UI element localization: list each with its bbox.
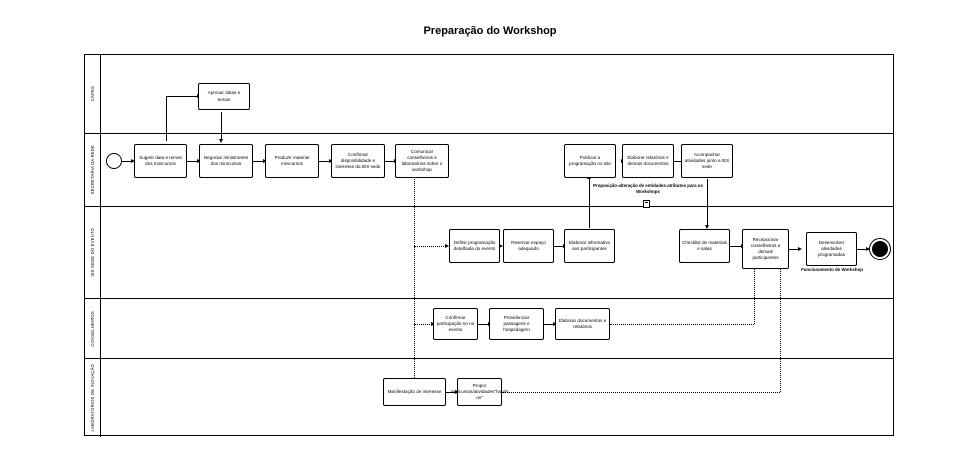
task-label: Elaborar informativo aos participantes <box>568 239 611 251</box>
start-event <box>106 153 122 169</box>
task-aprovar-datas-temas[interactable]: Aprovar datas e temas <box>198 83 250 110</box>
lane-label-conselheiros: CONSELHEIROS <box>85 299 101 358</box>
task-definir-programacao[interactable]: Definir programação detalhada do evento <box>449 229 500 263</box>
task-label: Elaborar documentos e relatórios <box>558 317 607 329</box>
task-label: Aprovar datas e temas <box>207 90 241 102</box>
task-checklist-materiais[interactable]: Checklist de materiais e salas <box>679 229 730 263</box>
lane-conselheiros: CONSELHEIROS <box>85 299 893 359</box>
task-label: Reservar espaço adequado <box>511 239 546 251</box>
task-propor-minicursos[interactable]: Propor minicursos/atividades"hands on" <box>450 378 509 406</box>
task-desenvolver-atividades[interactable]: Desenvolver atividades programadas <box>806 232 857 266</box>
task-label: Sugerir data e temas dos minicursos <box>139 154 182 166</box>
task-label: Recepcionar conselheiros e demais partic… <box>750 236 781 261</box>
lane-secretaria: SECRETARIA DA REDE <box>85 134 893 207</box>
task-label: Publicar a programação no site <box>569 154 611 166</box>
task-label: Checklist de materiais e salas <box>682 239 727 251</box>
task-confirmar-disponibilidade[interactable]: Confirmar disponibilidade e interesse da… <box>331 144 385 178</box>
lane-capes: CAPES <box>85 55 893 134</box>
task-label: Manifestação de interesse <box>387 388 442 394</box>
task-manifestacao-interesse[interactable]: Manifestação de interesse <box>383 378 446 406</box>
task-label: Desenvolver atividades programadas <box>817 239 846 258</box>
lane-label-ies: IES SEDE DO EVENTO <box>85 207 101 298</box>
end-event-inner <box>872 241 888 257</box>
task-providenciar-passagens[interactable]: Providenciar passagens e hospedagem <box>489 308 544 340</box>
lane-laboratorios: LABORATÓRIOS DE INOVAÇÃO <box>85 359 893 437</box>
task-label: Confirmar disponibilidade e interesse da… <box>335 151 381 170</box>
pool: CAPES SECRETARIA DA REDE IES SEDE DO EVE… <box>84 54 894 437</box>
annotation-funcionamento: Funcionamento do Workshop <box>801 267 863 272</box>
task-label: Comunicar conselheiros e laboratórios so… <box>401 148 443 173</box>
task-reservar-espaco[interactable]: Reservar espaço adequado <box>503 229 554 263</box>
task-recepcionar-conselheiros[interactable]: Recepcionar conselheiros e demais partic… <box>742 229 789 269</box>
task-sugerir-data-temas[interactable]: Sugerir data e temas dos minicursos <box>134 144 187 178</box>
task-acompanhar-atividades[interactable]: Acompanhar atividades junto a IES sede <box>681 144 733 178</box>
task-comunicar-conselheiros[interactable]: Comunicar conselheiros e laboratórios so… <box>395 144 449 178</box>
task-confirmar-participacao[interactable]: Confirmar participação no no evento <box>433 308 478 340</box>
task-elaborar-informativo[interactable]: Elaborar informativo aos participantes <box>564 229 615 263</box>
annotation-doc-icon <box>643 200 650 208</box>
lane-label-secretaria: SECRETARIA DA REDE <box>85 134 101 206</box>
lane-ies: IES SEDE DO EVENTO <box>85 207 893 299</box>
page-title: Preparação do Workshop <box>423 25 557 37</box>
task-label: Elaborar relatórios e demais documentos <box>627 154 669 166</box>
task-publicar-programacao[interactable]: Publicar a programação no site <box>564 144 616 178</box>
task-label: Acompanhar atividades junto a IES sede <box>684 151 730 170</box>
lane-label-capes: CAPES <box>85 55 101 133</box>
task-negociar-ministrantes[interactable]: Negociar ministrantes dos minicursos <box>199 144 253 178</box>
task-elaborar-relatorios[interactable]: Elaborar relatórios e demais documentos <box>622 144 674 178</box>
task-produzir-material[interactable]: Produzir material minicursos <box>265 144 319 178</box>
task-label: Confirmar participação no no evento <box>436 314 475 333</box>
annotation-proposicao: Proposição-alteração de entidades-atribu… <box>593 183 703 194</box>
task-label: Providenciar passagens e hospedagem <box>503 314 530 333</box>
task-elaborar-documentos[interactable]: Elaborar documentos e relatórios <box>555 308 610 340</box>
task-label: Produzir material minicursos <box>274 154 310 166</box>
task-label: Negociar ministrantes dos minicursos <box>203 154 249 166</box>
lane-label-laboratorios: LABORATÓRIOS DE INOVAÇÃO <box>85 359 101 437</box>
task-label: Propor minicursos/atividades"hands on" <box>450 382 509 401</box>
task-label: Definir programação detalhada do evento <box>453 239 496 251</box>
